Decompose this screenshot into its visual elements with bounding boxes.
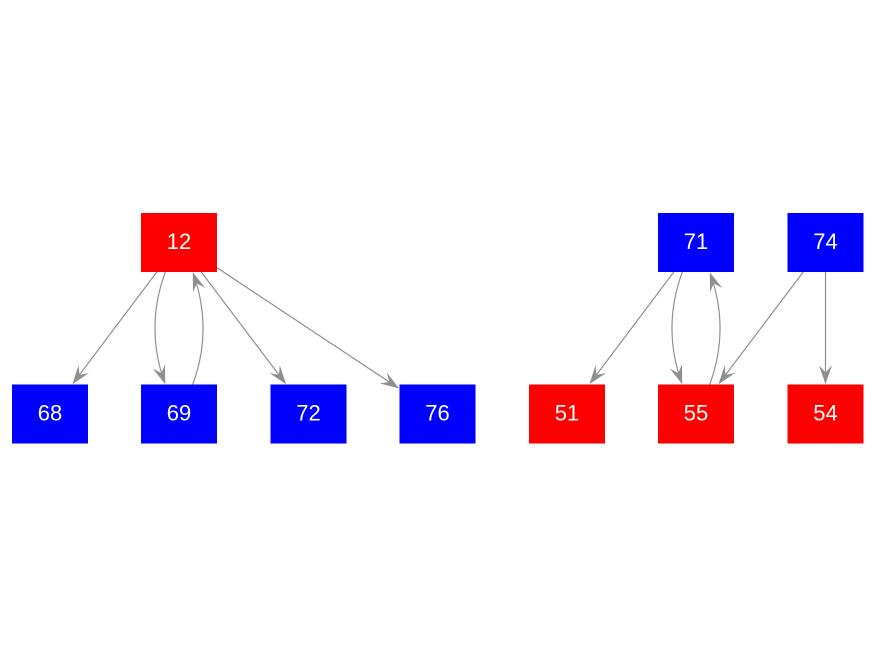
arrowhead-55-71 bbox=[709, 272, 723, 293]
node-74: 74 bbox=[787, 213, 864, 272]
node-label-76: 76 bbox=[425, 401, 449, 426]
arrowhead-12-72 bbox=[269, 365, 287, 385]
node-71: 71 bbox=[658, 213, 734, 272]
node-rect-69 bbox=[141, 384, 217, 444]
node-label-74: 74 bbox=[813, 229, 837, 254]
node-rect-76 bbox=[399, 384, 476, 444]
node-rect-12 bbox=[141, 213, 217, 272]
node-76: 76 bbox=[399, 384, 476, 444]
node-label-72: 72 bbox=[296, 401, 320, 426]
edge-12-69 bbox=[154, 271, 166, 375]
arrowhead-71-51 bbox=[589, 365, 606, 385]
node-rect-54 bbox=[787, 384, 864, 444]
node-rect-74 bbox=[787, 213, 864, 272]
node-51: 51 bbox=[529, 384, 605, 444]
edge-71-55 bbox=[671, 271, 683, 375]
nodes-layer: 12 68 69 72 76 71 74 51 55 54 bbox=[12, 213, 864, 444]
edge-12-76 bbox=[216, 267, 390, 383]
node-rect-72 bbox=[270, 384, 347, 444]
arrowhead-12-68 bbox=[72, 365, 89, 385]
node-69: 69 bbox=[141, 384, 217, 444]
arrowhead-71-55 bbox=[669, 364, 683, 385]
edge-55-71 bbox=[709, 282, 721, 385]
node-68: 68 bbox=[12, 384, 88, 444]
node-label-12: 12 bbox=[167, 229, 191, 254]
edge-69-12 bbox=[192, 282, 204, 385]
edge-12-68 bbox=[78, 271, 158, 376]
node-72: 72 bbox=[270, 384, 347, 444]
edge-74-55 bbox=[724, 271, 804, 376]
arrowhead-12-76 bbox=[379, 372, 400, 389]
edge-12-72 bbox=[200, 271, 280, 376]
node-label-54: 54 bbox=[813, 401, 837, 426]
node-label-55: 55 bbox=[684, 401, 708, 426]
node-12: 12 bbox=[141, 213, 217, 272]
node-rect-51 bbox=[529, 384, 605, 444]
node-label-69: 69 bbox=[167, 401, 191, 426]
node-rect-55 bbox=[658, 384, 734, 444]
node-label-68: 68 bbox=[38, 401, 62, 426]
node-rect-68 bbox=[12, 384, 88, 444]
arrowhead-12-69 bbox=[152, 364, 166, 385]
arrowhead-74-54 bbox=[819, 365, 832, 385]
node-rect-71 bbox=[658, 213, 734, 272]
node-label-71: 71 bbox=[684, 229, 708, 254]
arrowhead-69-12 bbox=[192, 272, 206, 293]
node-54: 54 bbox=[787, 384, 864, 444]
edges-layer bbox=[72, 267, 832, 389]
node-label-51: 51 bbox=[555, 401, 579, 426]
node-55: 55 bbox=[658, 384, 734, 444]
arrowhead-74-55 bbox=[718, 365, 736, 385]
edge-71-51 bbox=[595, 271, 675, 376]
